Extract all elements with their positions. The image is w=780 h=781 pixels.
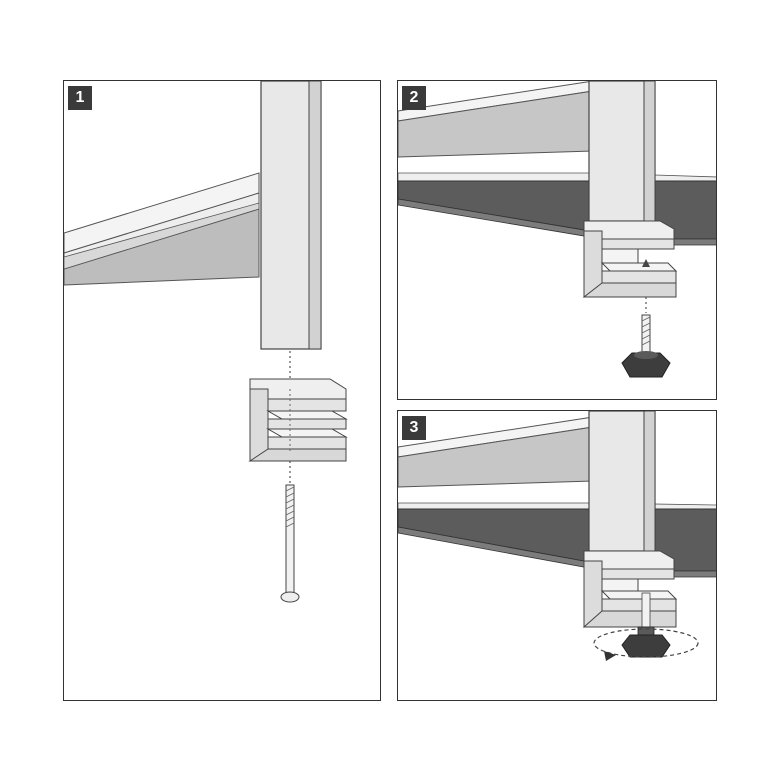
step-number-badge: 2 <box>402 86 426 110</box>
clamp-bracket <box>582 220 678 298</box>
desk-leg <box>588 411 656 552</box>
desk-leg <box>588 81 656 222</box>
desk-leg <box>260 81 322 350</box>
step-number-badge: 3 <box>402 416 426 440</box>
step-2-illustration <box>398 81 716 378</box>
desk-top-surface <box>398 502 716 510</box>
threaded-screw <box>280 484 300 603</box>
clamp-bracket <box>582 550 678 628</box>
step-number-badge: 1 <box>68 86 92 110</box>
rotate-arrow-icon <box>593 628 699 661</box>
knob-screw <box>621 314 671 378</box>
desk-top-surface <box>398 172 716 182</box>
insert-arrow-icon <box>642 259 650 267</box>
step-3-illustration <box>398 411 716 661</box>
step-1-panel: 1 <box>63 80 381 701</box>
clamp-bracket <box>248 378 348 462</box>
step-1-illustration <box>64 81 348 603</box>
step-2-panel: 2 <box>397 80 717 400</box>
step-3-panel: 3 <box>397 410 717 701</box>
tightening-knob <box>621 626 671 658</box>
